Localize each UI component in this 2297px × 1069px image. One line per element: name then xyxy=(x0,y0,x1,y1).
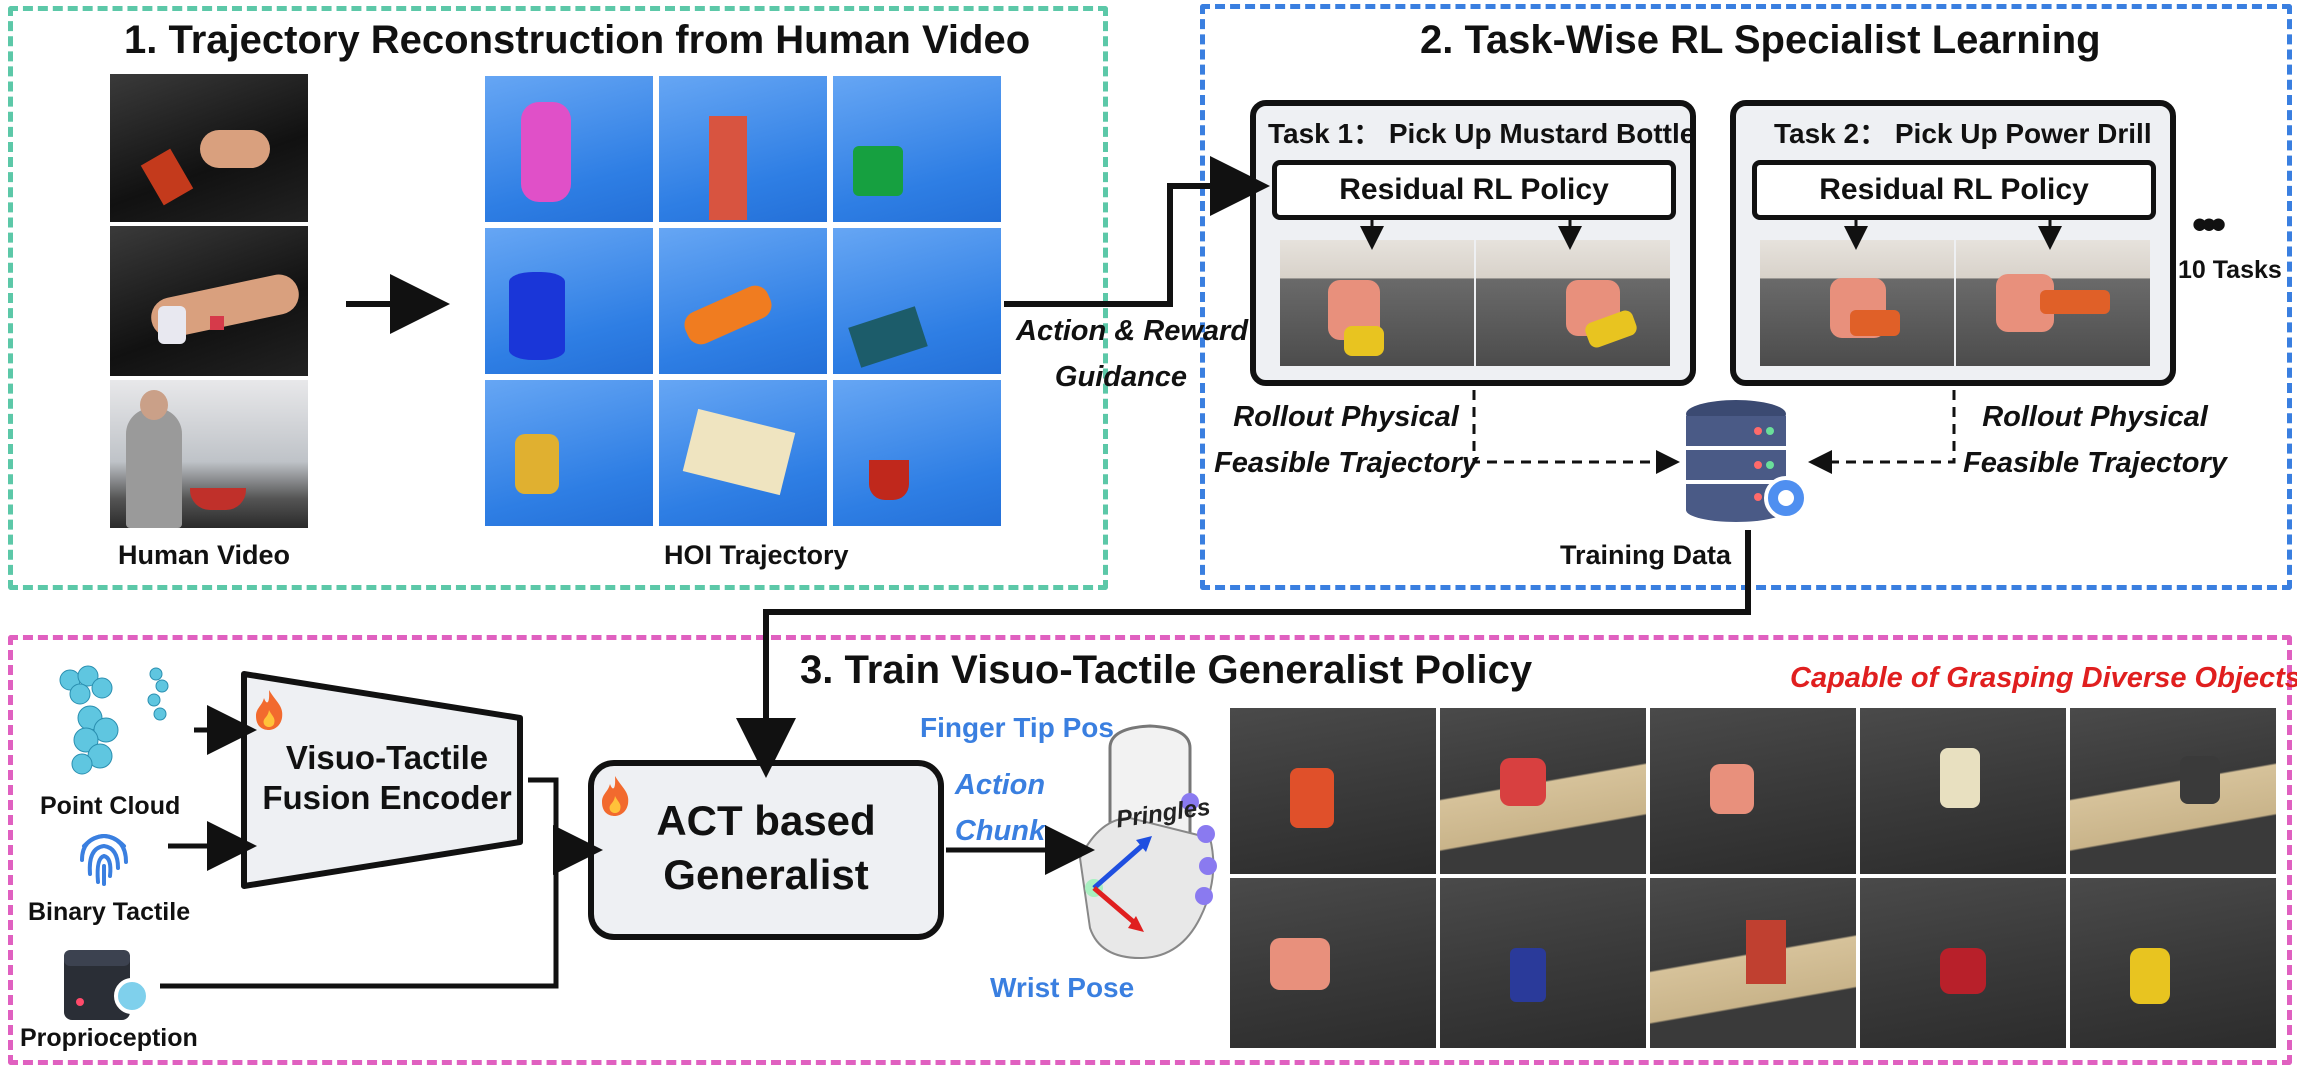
rollout-label-right: Rollout Physical Feasible Trajectory xyxy=(1950,394,2240,486)
human-video-frame-3 xyxy=(110,380,308,528)
encoder-label: Visuo-Tactile Fusion Encoder xyxy=(262,738,512,818)
act-line-1: ACT based xyxy=(656,797,876,844)
arrow-encoder-to-act xyxy=(160,777,559,989)
panel-trajectory-reconstruction xyxy=(8,6,1108,590)
arrow-hoi-to-rl xyxy=(1004,156,1270,307)
task2-sim-frame-1 xyxy=(1760,240,1954,366)
task1-title: Task 1： Pick Up Mustard Bottle xyxy=(1268,118,1696,149)
human-video-frame-2 xyxy=(110,226,308,376)
proprioception-label: Proprioception xyxy=(20,1024,198,1052)
human-video-label: Human Video xyxy=(118,540,291,570)
wrist-pose-label: Wrist Pose xyxy=(990,972,1135,1003)
rollout-right-line-2: Feasible Trajectory xyxy=(1963,447,2227,479)
task2-title: Task 2： Pick Up Power Drill xyxy=(1774,118,2152,149)
rollout-label-left: Rollout Physical Feasible Trajectory xyxy=(1206,394,1486,486)
panel1-title: 1. Trajectory Reconstruction from Human … xyxy=(124,18,1031,62)
arrow-data-to-act xyxy=(736,530,1751,778)
result-frame-1 xyxy=(1230,708,1436,874)
gear-icon xyxy=(1758,470,1814,526)
result-frame-7 xyxy=(1440,878,1646,1048)
encoder-fire-icon xyxy=(252,688,286,732)
hoi-frame-1 xyxy=(483,74,655,224)
result-frame-3 xyxy=(1650,708,1856,874)
guidance-label: Action & Reward Guidance xyxy=(1016,308,1249,400)
task1-sim-frame-2 xyxy=(1476,240,1670,366)
panel3-title: 3. Train Visuo-Tactile Generalist Policy xyxy=(800,648,1533,692)
hoi-frame-7 xyxy=(483,378,655,528)
hoi-frame-8 xyxy=(657,378,829,528)
capable-label: Capable of Grasping Diverse Objects xyxy=(1790,662,2297,694)
act-fire-icon xyxy=(598,774,632,818)
fingerprint-icon xyxy=(74,824,134,890)
training-data-label: Training Data xyxy=(1560,540,1732,570)
panel2-title: 2. Task-Wise RL Specialist Learning xyxy=(1420,18,2101,62)
point-cloud-label: Point Cloud xyxy=(40,792,181,820)
task1-sim-frame-1 xyxy=(1280,240,1474,366)
rollout-left-line-1: Rollout Physical xyxy=(1233,401,1459,433)
result-frame-6 xyxy=(1230,878,1436,1048)
human-video-frame-1 xyxy=(110,74,308,222)
hoi-trajectory-label: HOI Trajectory xyxy=(664,540,849,570)
hoi-frame-4 xyxy=(483,226,655,376)
hoi-frame-5 xyxy=(657,226,829,376)
task2-residual-policy: Residual RL Policy xyxy=(1752,160,2156,220)
hoi-frame-6 xyxy=(831,226,1003,376)
rollout-right-line-1: Rollout Physical xyxy=(1982,401,2208,433)
point-cloud-icon xyxy=(30,660,190,790)
result-frame-8 xyxy=(1650,878,1856,1048)
guidance-line-2: Guidance xyxy=(1054,361,1188,393)
hand-can-illustration xyxy=(1040,708,1260,968)
result-frame-5 xyxy=(2070,708,2276,874)
action-chunk-label: Action Chunk xyxy=(940,762,1060,854)
encoder-line-2: Fusion Encoder xyxy=(262,779,512,816)
binary-tactile-label: Binary Tactile xyxy=(28,898,191,926)
action-line-2: Chunk xyxy=(954,815,1046,847)
arrow-rollout-left xyxy=(1472,390,1680,474)
finger-tip-label: Finger Tip Pos xyxy=(920,712,1114,743)
servo-motor-icon xyxy=(60,942,150,1026)
hoi-frame-2 xyxy=(657,74,829,224)
rollout-left-line-2: Feasible Trajectory xyxy=(1214,447,1478,479)
guidance-line-1: Action & Reward xyxy=(1016,315,1249,347)
ten-tasks-label: 10 Tasks xyxy=(2178,256,2282,284)
hoi-frame-3 xyxy=(831,74,1003,224)
result-frame-10 xyxy=(2070,878,2276,1048)
result-frame-2 xyxy=(1440,708,1646,874)
hoi-frame-9 xyxy=(831,378,1003,528)
action-line-1: Action xyxy=(954,769,1046,801)
task1-residual-policy: Residual RL Policy xyxy=(1272,160,1676,220)
act-line-2: Generalist xyxy=(663,851,869,898)
fusion-encoder xyxy=(240,670,526,890)
act-label: ACT based Generalist xyxy=(604,794,928,902)
result-frame-4 xyxy=(1860,708,2066,874)
panel-generalist-policy xyxy=(8,635,2292,1065)
task2-sim-frame-2 xyxy=(1956,240,2150,366)
arrow-rollout-right xyxy=(1808,390,1956,474)
encoder-line-1: Visuo-Tactile xyxy=(285,739,489,776)
result-frame-9 xyxy=(1860,878,2066,1048)
